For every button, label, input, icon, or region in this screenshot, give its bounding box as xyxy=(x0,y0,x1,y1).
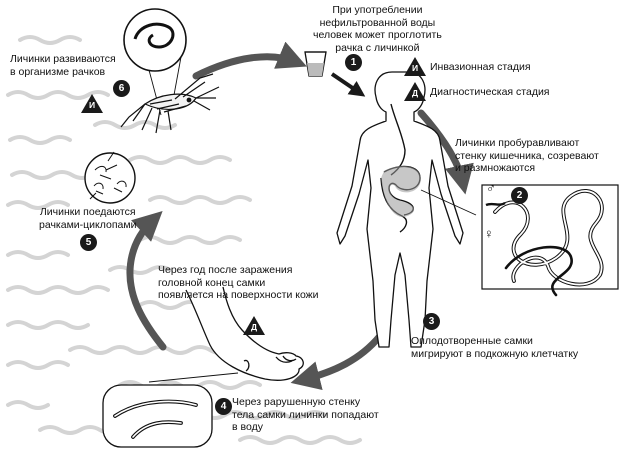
female-symbol: ♀ xyxy=(484,226,494,241)
male-symbol: ♂ xyxy=(486,180,496,195)
intestine-shading xyxy=(381,165,421,218)
legend-invasive-icon: И xyxy=(404,57,426,76)
legend-invasive-label: Инвазионная стадия xyxy=(430,61,531,73)
arrow-water-to-cyclops xyxy=(126,210,167,351)
legend-diagnostic-icon: Д xyxy=(404,82,426,101)
cyclops-eating-zoom xyxy=(84,151,136,204)
step-5-marker: 5 xyxy=(80,234,97,251)
arrow-cup-to-mouth xyxy=(330,72,366,97)
step-3-marker: 3 xyxy=(423,313,440,330)
male-worm xyxy=(485,201,506,207)
skin-diagnostic-stage-icon: Д xyxy=(243,316,265,335)
legend-diagnostic-label: Диагностическая стадия xyxy=(430,86,550,98)
step-1-marker: 1 xyxy=(345,54,362,71)
adult-worms-box xyxy=(481,184,619,297)
water-cup xyxy=(304,51,327,77)
intestine-pointer xyxy=(420,189,477,216)
arrow-body-to-leg xyxy=(290,332,384,390)
cyclops-larva-zoom xyxy=(123,8,187,116)
step-6-marker: 6 xyxy=(113,80,130,97)
crustacean-invasive-stage-icon: И xyxy=(81,94,103,113)
arrow-crustacean-to-cup xyxy=(192,41,307,80)
step-2-marker: 2 xyxy=(511,187,528,204)
emerging-worm-zoom xyxy=(102,372,239,448)
step-4-marker: 4 xyxy=(215,398,232,415)
arrow-intestine-to-worm xyxy=(417,109,474,195)
crustacean-illustration xyxy=(120,73,220,134)
